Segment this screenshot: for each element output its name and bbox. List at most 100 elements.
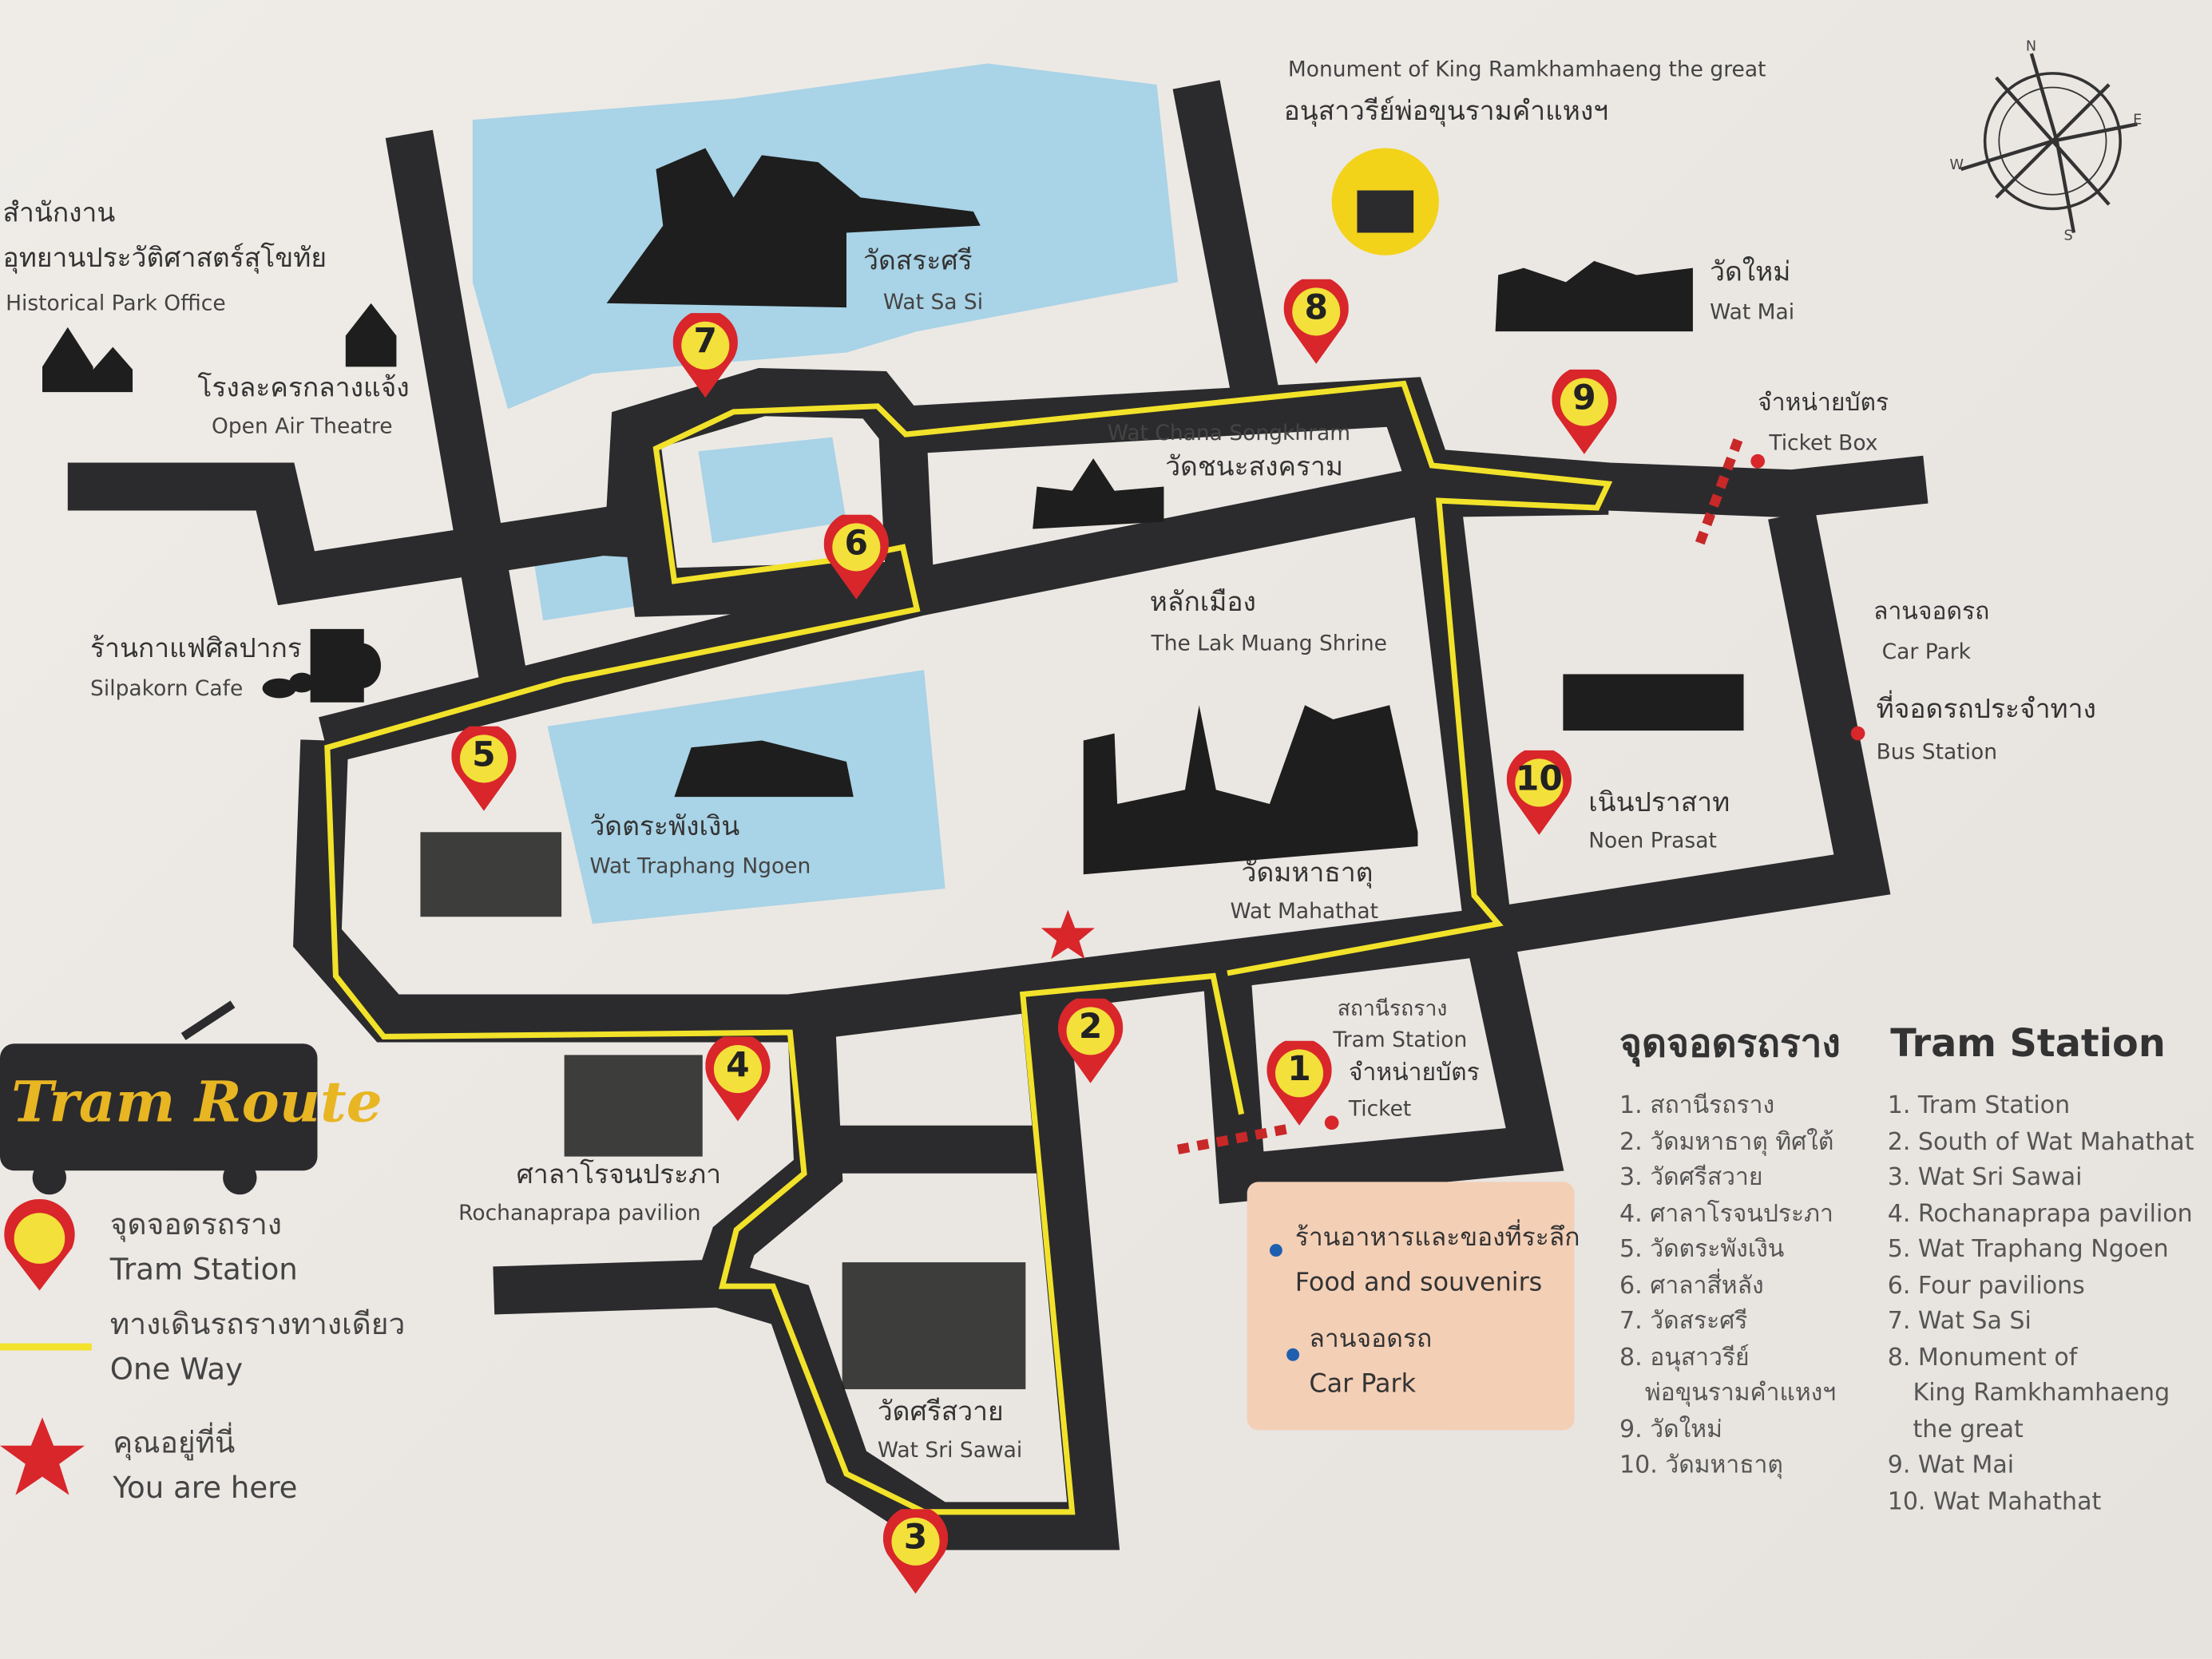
station-list-item: 2. South of Wat Mahathat (1887, 1127, 2194, 1156)
legend-oneway-th: ทางเดินรถรางทางเดียว (109, 1307, 406, 1342)
station-list-item: 7. Wat Sa Si (1887, 1307, 2032, 1336)
food-car-park-en: Car Park (1309, 1369, 1417, 1400)
wat-mai-en: Wat Mai (1710, 299, 1795, 325)
pin-number: 9 (1572, 378, 1596, 418)
road (293, 510, 1891, 1043)
park-office-en: Historical Park Office (6, 290, 226, 316)
station-list-item: 3. Wat Sri Sawai (1887, 1163, 2083, 1192)
wat-chana-th: วัดชนะสงคราม (1165, 451, 1343, 483)
pin-station-9: 9 (1552, 366, 1617, 454)
ticket-barriers (1176, 438, 1865, 1154)
tram-logo-text: Tram Route (11, 1068, 383, 1134)
wat-chana-en: Wat Chana Songkhram (1107, 420, 1351, 446)
rochanaprapa-th: ศาลาโรจนประภา (516, 1159, 722, 1191)
pond-traphang-ngoen (547, 670, 945, 925)
wat-sa-si-en: Wat Sa Si (882, 289, 984, 315)
legend-icons: Tram Route (0, 1000, 383, 1495)
station-list-item: 6. Four pavilions (1887, 1271, 2085, 1300)
route-path (324, 380, 1613, 1515)
blue-dot-icon (1286, 1348, 1300, 1361)
pin-number: 4 (726, 1045, 750, 1085)
legend-star-icon (0, 1417, 85, 1495)
wat-mai-th: วัดใหม่ (1710, 256, 1791, 288)
pin-station-7: 7 (672, 310, 738, 398)
station-list-item: King Ramkhamhaeng (1913, 1379, 2170, 1408)
cafe-en: Silpakorn Cafe (90, 675, 244, 702)
road (611, 426, 935, 617)
pin-station-10: 10 (1506, 746, 1572, 835)
ticket-box-en: Ticket Box (1769, 430, 1878, 456)
food-th: ร้านอาหารและของที่ระลึก (1294, 1222, 1580, 1253)
station-list-en: 1. Tram Station 2. South of Wat Mahathat 3… (1888, 1089, 2194, 1521)
landmark-photos (42, 148, 1744, 1390)
station-list-item: 3. วัดศรีสวาย (1619, 1163, 1763, 1192)
station-list-item: 9. วัดใหม่ (1619, 1415, 1722, 1444)
pin-number: 7 (693, 321, 718, 362)
pin-station-5: 5 (451, 723, 517, 811)
legend-station-en: Tram Station (109, 1252, 298, 1287)
pond-four-pavilions (698, 437, 846, 544)
wat-chana-silhouette (1033, 458, 1164, 529)
theatre-en: Open Air Theatre (211, 413, 393, 439)
pin-station-3: 3 (882, 1506, 949, 1594)
noen-prasat-photo (1563, 674, 1744, 731)
tram-route-line (324, 380, 1613, 1515)
station-list-item: 9. Wat Mai (1887, 1451, 2015, 1480)
pin-number: 2 (1078, 1007, 1103, 1047)
you-are-here-star (1041, 909, 1095, 960)
compass-e: E (2133, 113, 2143, 129)
station-list-item: 5. Wat Traphang Ngoen (1887, 1235, 2169, 1264)
station-list-item: 10. วัดมหาธาตุ (1619, 1451, 1783, 1480)
road (385, 129, 532, 710)
ticket-box-th: จำหน่ายบัตร (1758, 389, 1889, 418)
pin-station-8: 8 (1283, 275, 1349, 364)
tram-logo-icon (0, 1043, 318, 1171)
wat-sri-sawai-en: Wat Sri Sawai (877, 1437, 1023, 1463)
ticket-en: Ticket (1348, 1095, 1412, 1122)
wat-mahathat-en: Wat Mahathat (1230, 898, 1378, 925)
station-list-title-th: จุดจอดรถราง (1619, 1022, 1841, 1067)
food-en: Food and souvenirs (1294, 1268, 1543, 1298)
noen-prasat-en: Noen Prasat (1588, 827, 1717, 853)
station-list-item: the great (1913, 1415, 2024, 1444)
road (604, 367, 1929, 559)
pin-number: 5 (472, 734, 496, 774)
cafe-th: ร้านกาแฟศิลปากร (90, 633, 302, 665)
wat-traphang-en: Wat Traphang Ngoen (589, 853, 811, 879)
theatre-th: โรงละครกลางแจ้ง (197, 372, 410, 404)
station-list-item: 6. ศาลาสี่หลัง (1619, 1271, 1764, 1300)
lak-muang-th: หลักเมือง (1149, 586, 1256, 618)
compass-s: S (2063, 228, 2073, 244)
station-list-item: 1. Tram Station (1887, 1091, 2071, 1120)
park-office-th1: สำนักงาน (2, 197, 116, 229)
wat-sa-si-silhouette (606, 148, 981, 308)
pin-number: 1 (1287, 1049, 1311, 1089)
bus-station-th: ที่จอดรถประจำทาง (1876, 694, 2096, 726)
wat-traphang-silhouette (674, 740, 854, 798)
pin-number: 6 (844, 523, 869, 563)
wat-sri-sawai-th: วัดศรีสวาย (877, 1396, 1004, 1427)
wat-sri-sawai-photo (842, 1262, 1026, 1390)
car-park-en: Car Park (1881, 639, 1971, 665)
blue-dot-icon (1269, 1244, 1282, 1257)
pin-number: 8 (1304, 287, 1328, 327)
legend-station-th: จุดจอดรถราง (109, 1207, 283, 1241)
coffee-bean-icon (262, 678, 296, 699)
food-car-park-th: ลานจอดรถ (1309, 1324, 1433, 1354)
rochanaprapa-en: Rochanaprapa pavilion (458, 1200, 701, 1226)
station-list-item: 8. อนุสาวรีย์ (1619, 1343, 1750, 1372)
coffee-cup-icon (310, 628, 381, 703)
rochanaprapa-photo (564, 1055, 703, 1157)
wat-mahathat-silhouette (1083, 705, 1418, 875)
station-list-item: 4. Rochanaprapa pavilion (1887, 1199, 2193, 1228)
monument-label-en: Monument of King Ramkhamhaeng the great (1287, 56, 1766, 82)
wat-traphang-th: วัดตระพังเงิน (589, 810, 740, 842)
station-list-item: 8. Monument of (1887, 1343, 2078, 1372)
station-list-item: 5. วัดตระพังเงิน (1619, 1235, 1785, 1264)
wat-traphang-photo (420, 832, 562, 917)
station-list-item: 7. วัดสระศรี (1619, 1307, 1748, 1336)
compass-icon (1960, 53, 2138, 233)
food-and-car-park-box: ร้านอาหารและของที่ระลึก Food and souveni… (1247, 1182, 1580, 1431)
